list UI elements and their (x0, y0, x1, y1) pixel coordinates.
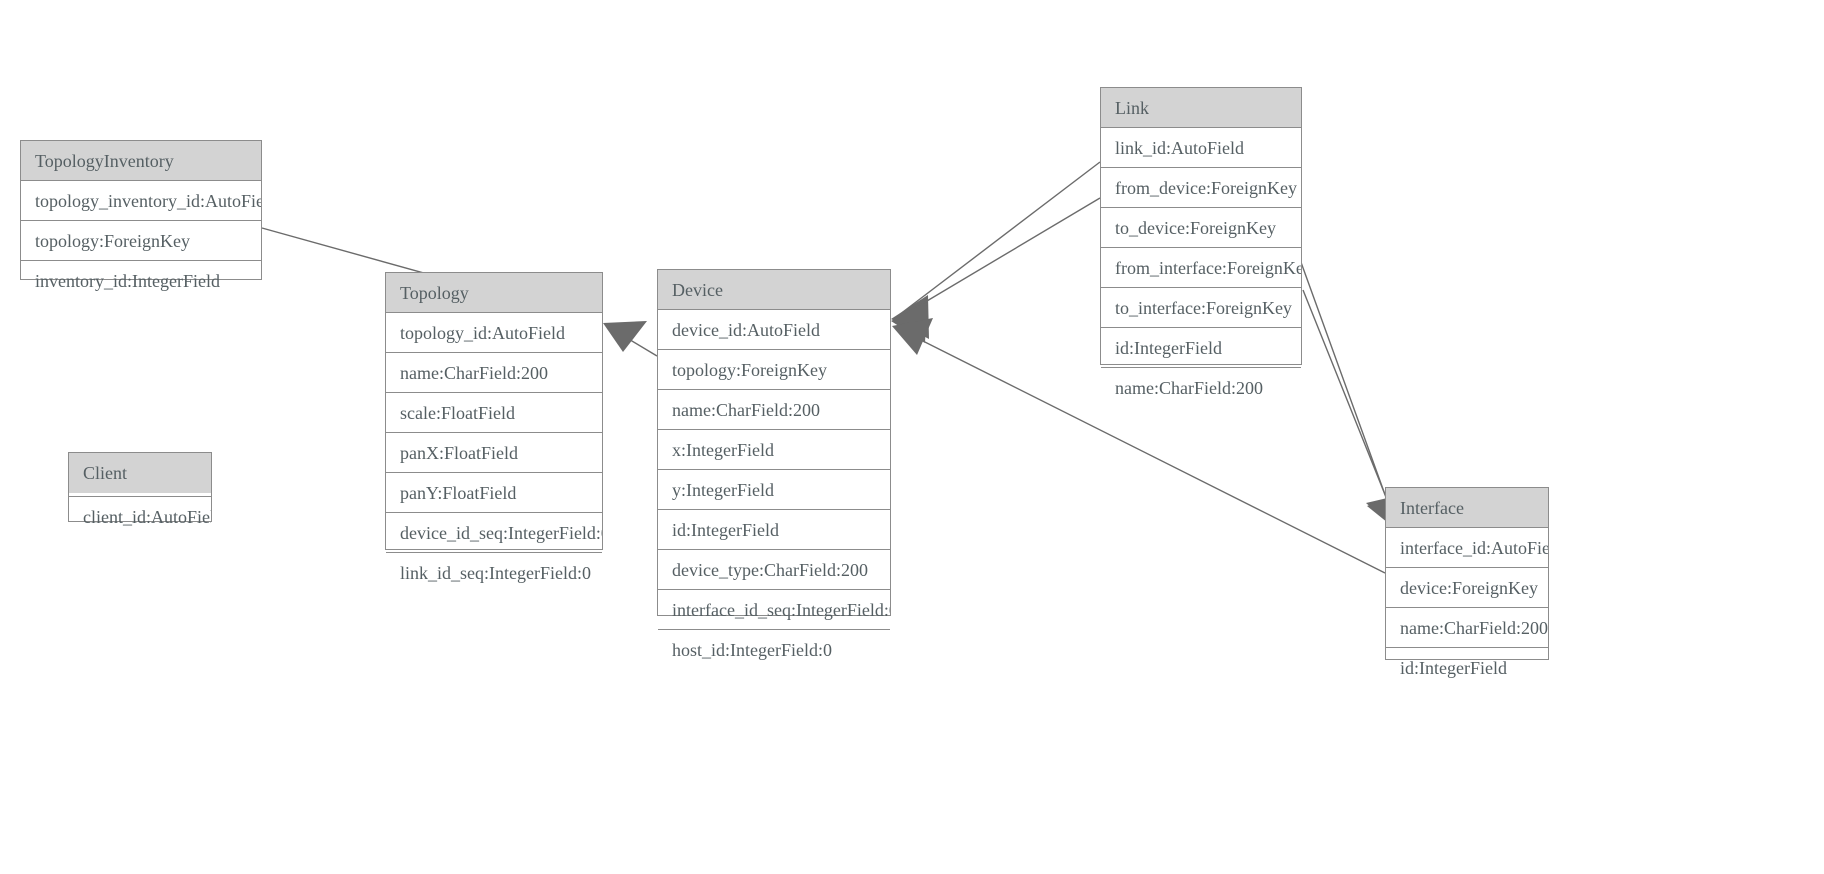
field-row[interactable]: id:IntegerField (1101, 328, 1301, 368)
entity-title-link: Link (1101, 88, 1301, 128)
relation-arrowhead-icon (892, 318, 933, 355)
entity-title-topology_inventory: TopologyInventory (21, 141, 261, 181)
field-row[interactable]: name:CharField:200 (1115, 378, 1263, 398)
relation-line (1302, 289, 1399, 528)
relation-arrowhead-icon (891, 295, 929, 339)
relation-device-topology (603, 321, 658, 357)
field-row[interactable]: inventory_id:IntegerField (35, 271, 220, 291)
field-row[interactable]: id:IntegerField (658, 510, 890, 550)
field-row[interactable]: device_type:CharField:200 (658, 550, 890, 590)
entity-fields-client: client_id:AutoField (69, 496, 211, 537)
field-row[interactable]: device_id_seq:IntegerField:0 (386, 513, 602, 553)
field-row[interactable]: host_id:IntegerField:0 (672, 640, 832, 660)
field-row[interactable]: from_device:ForeignKey (1101, 168, 1301, 208)
field-row[interactable]: topology:ForeignKey (658, 350, 890, 390)
field-row[interactable]: device_id:AutoField (658, 310, 890, 350)
relation-line (894, 161, 1101, 319)
field-row[interactable]: interface_id:AutoField (1386, 528, 1548, 568)
field-row[interactable]: interface_id_seq:IntegerField:0 (658, 590, 890, 630)
field-row[interactable]: scale:FloatField (386, 393, 602, 433)
relation-arrowhead-icon (603, 321, 647, 352)
relation-link-to-device (891, 197, 1101, 343)
entity-title-client: Client (69, 453, 211, 493)
field-row[interactable]: y:IntegerField (658, 470, 890, 510)
entity-title-interface: Interface (1386, 488, 1548, 528)
entity-client[interactable]: Client client_id:AutoField (68, 452, 212, 527)
field-row[interactable]: topology_inventory_id:AutoField (21, 181, 261, 221)
field-row[interactable]: panX:FloatField (386, 433, 602, 473)
field-row[interactable]: to_interface:ForeignKey (1101, 288, 1301, 328)
field-row[interactable]: device:ForeignKey (1386, 568, 1548, 608)
field-row[interactable]: panY:FloatField (386, 473, 602, 513)
field-row[interactable]: client_id:AutoField (83, 507, 211, 527)
relation-arrowhead-icon (891, 302, 927, 343)
relation-link-to-interface (1302, 289, 1399, 531)
field-row[interactable]: id:IntegerField (1400, 658, 1507, 678)
field-row[interactable]: name:CharField:200 (1386, 608, 1548, 648)
field-row[interactable]: name:CharField:200 (658, 390, 890, 430)
field-row[interactable]: x:IntegerField (658, 430, 890, 470)
field-row[interactable]: to_device:ForeignKey (1101, 208, 1301, 248)
field-row[interactable]: from_interface:ForeignKey (1101, 248, 1301, 288)
field-row[interactable]: link_id:AutoField (1101, 128, 1301, 168)
relation-line (1297, 253, 1397, 526)
field-row[interactable]: name:CharField:200 (386, 353, 602, 393)
relation-link-from-device (891, 161, 1101, 339)
relation-line (894, 197, 1101, 321)
field-row[interactable]: topology_id:AutoField (386, 313, 602, 353)
entity-title-topology: Topology (386, 273, 602, 313)
entity-title-device: Device (658, 270, 890, 310)
relation-line (606, 325, 658, 357)
field-row[interactable]: topology:ForeignKey (21, 221, 261, 261)
field-row[interactable]: link_id_seq:IntegerField:0 (400, 563, 591, 583)
